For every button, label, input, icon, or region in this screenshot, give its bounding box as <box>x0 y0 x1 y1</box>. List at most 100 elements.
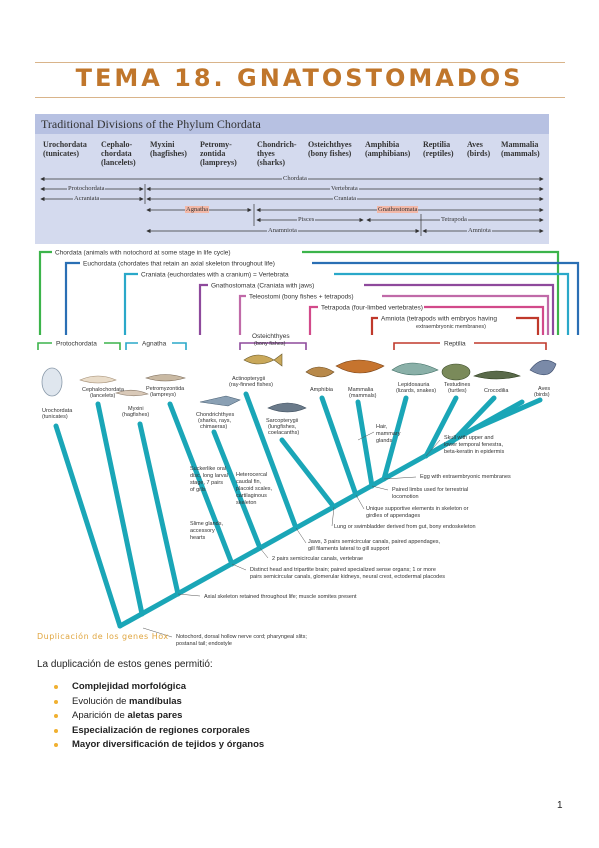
taxon-label: Aves <box>538 386 550 392</box>
character-label: stage, 7 pairs <box>190 480 223 486</box>
taxon-label: (ray-finned fishes) <box>229 382 273 388</box>
page-title: TEMA 18. GNATOSTOMADOS <box>75 64 524 92</box>
group-label: Agnatha <box>142 341 167 348</box>
character-label: locomotion <box>392 494 419 500</box>
animal-illustrations <box>41 353 557 413</box>
character-label: disc, long larval <box>190 473 228 479</box>
taxon-label: Crocodilia <box>484 388 509 394</box>
title-rule <box>35 97 565 98</box>
bullet-icon <box>54 699 58 704</box>
character-label: skeleton <box>236 500 257 506</box>
group-label: Craniata <box>333 195 358 202</box>
panel-title: Traditional Divisions of the Phylum Chor… <box>41 117 261 131</box>
character-label: Heterocercal <box>236 472 267 478</box>
character-label: accessory <box>190 528 215 534</box>
group-label: Protochordata <box>67 185 106 192</box>
taxon-label: Petromyzontida <box>146 386 185 392</box>
character-label: Egg with extraembryonic membranes <box>420 474 511 480</box>
character-label: placoid scales, <box>236 486 273 492</box>
character-label: Hair, <box>376 424 388 430</box>
column-header: Urochordata (tunicates) <box>43 140 87 158</box>
group-label: Reptilia <box>444 341 466 348</box>
group-label: Osteichthyes <box>252 333 290 340</box>
taxon-label: Lepidosauria <box>398 382 430 388</box>
bracket-label: Chordata (animals with notochord at some… <box>55 250 231 257</box>
bracket-label: Euchordata (chordates that retain an axi… <box>83 261 275 268</box>
taxon-labels: Urochordata (tunicates) Cephalochordata … <box>42 376 550 436</box>
character-label: caudal fin, <box>236 479 262 485</box>
taxon-label: chimaeras) <box>200 424 227 430</box>
taxon-label: (mammals) <box>349 393 377 399</box>
taxon-label: Sarcopterygii <box>266 418 298 424</box>
bullet-icon <box>54 728 58 733</box>
character-label: postanal tail; endostyle <box>176 641 232 647</box>
group-label: Gnathostomata <box>377 206 419 213</box>
taxon-label: (lungfishes, <box>268 424 297 430</box>
column-header: Petromy- zontida (lampreys) <box>200 140 237 167</box>
taxon-label: (turtles) <box>448 388 467 394</box>
character-label: hearts <box>190 535 206 541</box>
list-item: Especialización de regiones corporales <box>37 724 264 739</box>
character-labels: Notochord, dorsal hollow nerve cord; pha… <box>176 424 511 647</box>
bracket-label: extraembryonic membranes) <box>416 324 486 330</box>
taxon-label: (sharks, rays, <box>198 418 231 424</box>
tree-branches <box>53 391 543 629</box>
group-label: Chordata <box>282 175 308 182</box>
column-header: Myxini (hagfishes) <box>150 140 187 158</box>
column-header: Aves (birds) <box>467 140 491 158</box>
column-header: Reptilia (reptiles) <box>423 140 454 158</box>
group-label: Vertebrata <box>330 185 359 192</box>
taxon-label: Amphibia <box>310 387 334 393</box>
group-label: Amniota <box>467 227 492 234</box>
column-header: Chondrich- thyes (sharks) <box>257 140 297 167</box>
taxon-label: (hagfishes) <box>122 412 149 418</box>
character-label: Suckerlike oral <box>190 466 226 472</box>
character-label: Unique supportive elements in skeleton o… <box>366 506 469 512</box>
bracket-label: Gnathostomata (Craniata with jaws) <box>211 283 314 290</box>
bullet-list: Complejidad morfológica Evolución de man… <box>37 680 264 753</box>
page-number: 1 <box>557 800 563 811</box>
character-label: Paired limbs used for terrestrial <box>392 487 468 493</box>
taxon-label: Mammalia <box>348 387 374 393</box>
character-label: pairs semicircular canals, glomerular ki… <box>250 574 445 580</box>
taxon-label: Myxini <box>128 406 144 412</box>
character-label: Axial skeleton retained throughout life;… <box>204 594 357 600</box>
section-intro: La duplicación de estos genes permitió: <box>37 659 213 670</box>
taxon-label: (lampreys) <box>150 392 176 398</box>
divisions-panel: Traditional Divisions of the Phylum Chor… <box>35 114 549 244</box>
character-label: lower temporal fenestra, <box>444 442 503 448</box>
list-item: Mayor diversificación de tejidos y órgan… <box>37 738 264 753</box>
section-subtitle: Duplicación de los genes Hox <box>37 632 169 641</box>
group-label: Acraniata <box>73 195 101 202</box>
list-item: Complejidad morfológica <box>37 680 264 695</box>
character-label: Lung or swimbladder derived from gut, bo… <box>334 524 476 530</box>
character-label: gill filaments lateral to gill support <box>308 546 389 552</box>
bracket-label: Teleostomi (bony fishes + tetrapods) <box>249 294 354 301</box>
character-label: 2 pairs semicircular canals, vertebrae <box>272 556 363 562</box>
character-label: beta-keratin in epidermis <box>444 449 504 455</box>
character-label: girdles of appendages <box>366 513 420 519</box>
group-label: (bony fishes) <box>254 341 286 347</box>
character-label: Skull with upper and <box>444 435 494 441</box>
character-label: glands <box>376 438 392 444</box>
taxon-label: Chondrichthyes <box>196 412 234 418</box>
character-label: mammary <box>376 431 401 437</box>
bracket-label: Tetrapoda (four-limbed vertebrates) <box>321 305 423 312</box>
group-label: Tetrapoda <box>440 216 468 223</box>
character-label: Notochord, dorsal hollow nerve cord; pha… <box>176 634 307 640</box>
character-label: of gills <box>190 487 206 493</box>
panel-header: Traditional Divisions of the Phylum Chor… <box>35 114 549 134</box>
taxon-label: (birds) <box>534 392 550 398</box>
bullet-icon <box>54 743 58 747</box>
top-rule <box>35 62 565 63</box>
column-header: Amphibia (amphibians) <box>365 140 411 158</box>
taxon-label: (lizards, snakes) <box>396 388 436 394</box>
character-label: Jaws, 3 pairs semicircular canals, paire… <box>308 539 441 545</box>
taxon-label: Testudines <box>444 382 471 388</box>
taxon-label: coelacanths) <box>268 430 299 436</box>
bracket-label: Craniata (euchordates with a cranium) = … <box>141 272 289 279</box>
column-header: Mammalia (mammals) <box>501 140 540 158</box>
character-label: Slime glands, <box>190 521 223 527</box>
group-label: Protochordata <box>56 341 97 348</box>
list-item: Aparición de aletas pares <box>37 709 264 724</box>
